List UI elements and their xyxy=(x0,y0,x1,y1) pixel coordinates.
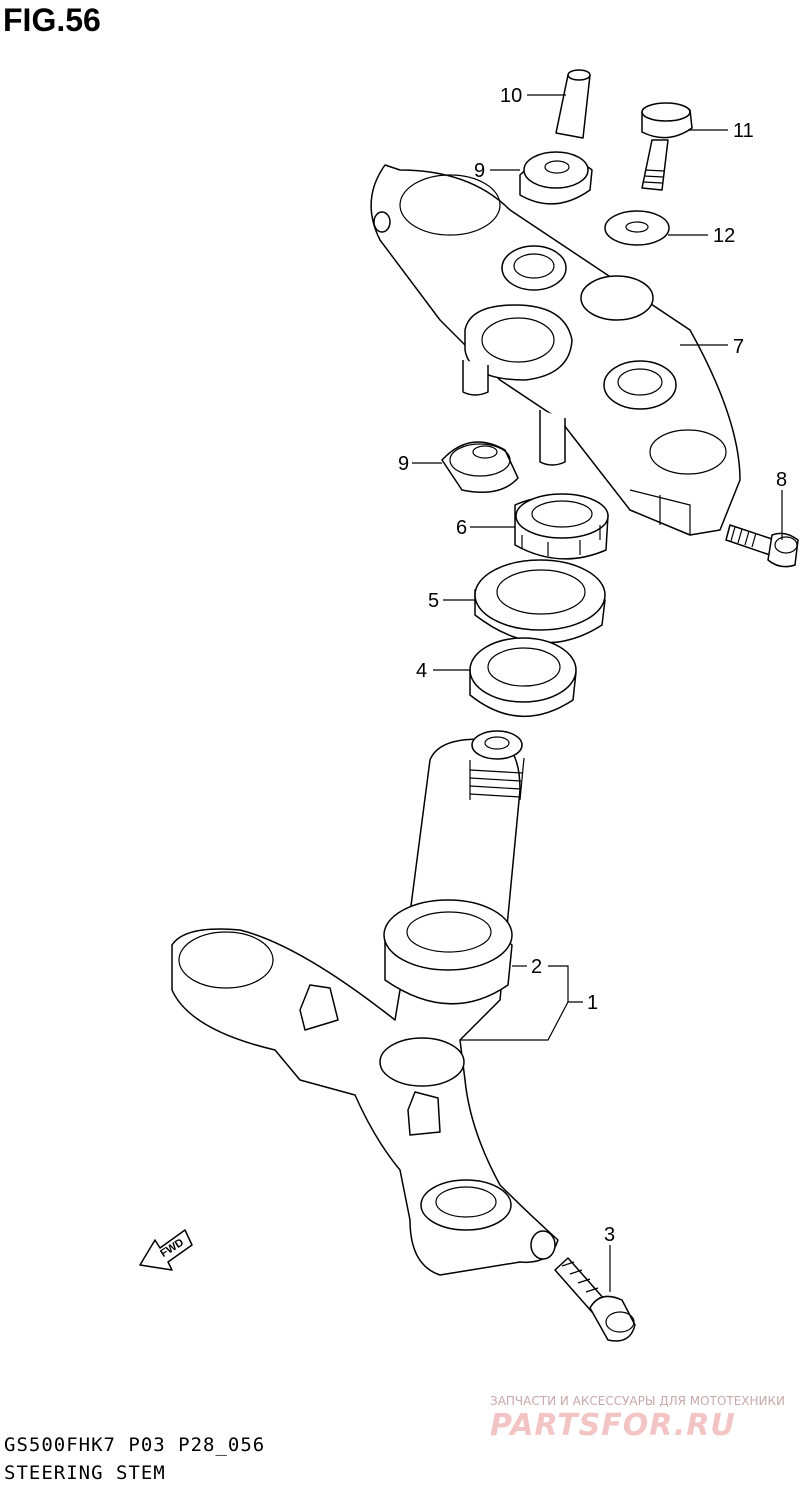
callout-2: 2 xyxy=(531,956,542,978)
callout-1: 1 xyxy=(587,992,598,1014)
part-5-dust-seal[interactable] xyxy=(474,559,606,644)
forward-arrow-icon: FWD xyxy=(139,1229,193,1271)
callout-8: 8 xyxy=(776,469,787,491)
part-1-steering-stem[interactable] xyxy=(171,730,559,1276)
section-name: STEERING STEM xyxy=(4,1462,166,1484)
callout-3: 3 xyxy=(604,1224,615,1246)
callout-4: 4 xyxy=(416,660,427,682)
part-2-stem-bearing[interactable] xyxy=(383,899,513,1005)
part-4-bearing[interactable] xyxy=(469,637,577,718)
callout-5: 5 xyxy=(428,590,439,612)
part-7-upper-bracket[interactable] xyxy=(370,164,741,536)
part-3-bolt[interactable] xyxy=(554,1257,636,1342)
part-11-bolt[interactable] xyxy=(641,102,693,191)
part-12-washer[interactable] xyxy=(604,210,670,246)
model-code: GS500FHK7 P03 P28_056 xyxy=(4,1434,266,1456)
callout-leaders xyxy=(412,94,783,1292)
part-9-top-cap[interactable] xyxy=(519,151,593,205)
callout-6: 6 xyxy=(456,517,467,539)
part-6-nut[interactable] xyxy=(514,493,609,560)
callout-12: 12 xyxy=(713,225,735,247)
callout-10: 10 xyxy=(500,85,522,107)
watermark-brand-logo: PARTSFOR.RU xyxy=(490,1408,736,1443)
figure-title: FIG.56 xyxy=(3,2,101,38)
part-8-bolt[interactable] xyxy=(725,524,799,568)
callout-9-top: 9 xyxy=(474,160,485,182)
watermark-tagline: ЗАПЧАСТИ И АКСЕССУАРЫ ДЛЯ МОТОТЕХНИКИ xyxy=(490,1394,786,1408)
part-9-lower-cap[interactable] xyxy=(441,441,519,493)
callout-11: 11 xyxy=(733,120,754,142)
callout-7: 7 xyxy=(733,336,744,358)
callout-9-lower: 9 xyxy=(398,453,409,475)
part-10-sleeve[interactable] xyxy=(555,69,591,139)
